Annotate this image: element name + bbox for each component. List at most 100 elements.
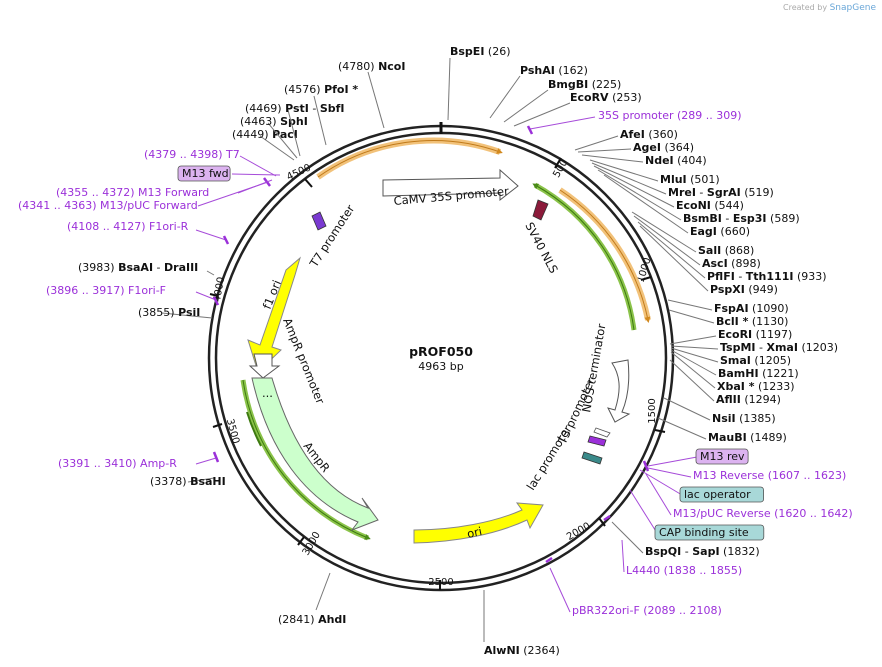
site-leader: [633, 215, 701, 266]
primer-label[interactable]: CAP binding site: [654, 524, 765, 541]
t7-promoter-box: [311, 211, 327, 231]
primer-label[interactable]: (3896 .. 3917) F1ori-F: [46, 284, 166, 297]
primer-label[interactable]: (4341 .. 4363) M13/pUC Forward: [18, 199, 198, 212]
primer-label[interactable]: lac operator: [679, 486, 764, 503]
site-label[interactable]: TspMI - XmaI (1203): [720, 341, 838, 354]
ring-tick: [640, 276, 652, 281]
site-text: BmgBI (225): [548, 78, 621, 91]
primer-label[interactable]: L4440 (1838 .. 1855): [626, 564, 742, 577]
site-leader: [574, 135, 619, 151]
site-label[interactable]: (2841) AhdI: [278, 613, 346, 626]
site-label[interactable]: SmaI (1205): [720, 354, 791, 367]
primer-label[interactable]: M13 fwd: [177, 165, 231, 182]
plasmid-length: 4963 bp: [418, 360, 463, 373]
primer-label[interactable]: M13 rev: [695, 448, 749, 465]
site-leader: [669, 335, 717, 345]
primer-label[interactable]: 35S promoter (289 .. 309): [598, 109, 742, 122]
site-label[interactable]: BmgBI (225): [548, 78, 621, 91]
site-label[interactable]: (4780) NcoI: [338, 60, 405, 73]
lac-promoter-box: [581, 451, 603, 465]
site-leader: [668, 309, 715, 324]
primer-box: [177, 165, 231, 182]
primer-leader: [621, 539, 625, 573]
primer-text: L4440 (1838 .. 1855): [626, 564, 742, 577]
primer-label[interactable]: M13 Reverse (1607 .. 1623): [693, 469, 846, 482]
site-leader: [589, 159, 659, 182]
primer-leader: [639, 469, 683, 496]
site-label[interactable]: (4576) PfoI *: [284, 83, 358, 96]
primer-text: M13/pUC Reverse (1620 .. 1642): [673, 507, 853, 520]
site-leader: [591, 162, 667, 195]
site-label[interactable]: MluI (501): [660, 173, 720, 186]
ring-tick-label: 2500: [428, 577, 453, 588]
site-label[interactable]: (4449) PacI: [232, 128, 298, 141]
ring-tick-label: 4000: [212, 276, 227, 303]
primer-label[interactable]: (4108 .. 4127) F1ori-R: [67, 220, 189, 233]
site-text: NsiI (1385): [712, 412, 776, 425]
primer-box: [695, 448, 749, 465]
site-text: (3378) BsaHI: [150, 475, 226, 488]
site-label[interactable]: SalI (868): [698, 244, 754, 257]
site-leader: [639, 225, 709, 292]
site-label[interactable]: PflFI - Tth111I (933): [707, 270, 827, 283]
site-label[interactable]: EcoRV (253): [570, 91, 642, 104]
site-label[interactable]: BclI * (1130): [716, 315, 788, 328]
site-label[interactable]: EagI (660): [690, 225, 750, 238]
camv-arc-top-line: [317, 140, 503, 178]
site-leader: [577, 148, 632, 153]
site-leader: [611, 521, 644, 554]
site-label[interactable]: BsmBI - Esp3I (589): [683, 212, 800, 225]
site-label[interactable]: AgeI (364): [633, 141, 694, 154]
site-label[interactable]: BamHI (1221): [718, 367, 799, 380]
site-label[interactable]: BspEI (26): [450, 45, 511, 58]
site-label[interactable]: (4463) SphI: [240, 115, 308, 128]
green-arc-left-line: [242, 379, 371, 540]
site-label[interactable]: PspXI (949): [710, 283, 778, 296]
site-label[interactable]: PshAI (162): [520, 64, 588, 77]
site-leader: [287, 109, 301, 157]
site-label[interactable]: AlwNI (2364): [484, 644, 560, 657]
primer-text: (4379 .. 4398) T7: [144, 148, 240, 161]
site-label[interactable]: EcoRI (1197): [718, 328, 792, 341]
site-label[interactable]: XbaI * (1233): [717, 380, 795, 393]
site-label[interactable]: BspQI - SapI (1832): [645, 545, 760, 558]
primer-text: (3896 .. 3917) F1ori-F: [46, 284, 166, 297]
site-label[interactable]: EcoNI (544): [676, 199, 744, 212]
site-text: EcoNI (544): [676, 199, 744, 212]
primer-label[interactable]: (3391 .. 3410) Amp-R: [58, 457, 177, 470]
site-label[interactable]: AflII (1294): [716, 393, 781, 406]
site-text: TspMI - XmaI (1203): [720, 341, 838, 354]
site-label[interactable]: MauBI (1489): [708, 431, 787, 444]
site-label[interactable]: NdeI (404): [645, 154, 707, 167]
site-leader: [315, 572, 331, 611]
primer-marker: [526, 125, 534, 135]
site-label[interactable]: MreI - SgrAI (519): [668, 186, 774, 199]
site-text: AfeI (360): [620, 128, 678, 141]
site-leader: [663, 397, 711, 421]
site-label[interactable]: (3983) BsaAI - DraIII: [78, 261, 198, 274]
primer-label[interactable]: (4355 .. 4372) M13 Forward: [56, 186, 209, 199]
site-label[interactable]: (3855) PsiI: [138, 306, 200, 319]
primer-label[interactable]: pBR322ori-F (2089 .. 2108): [572, 604, 722, 617]
site-label[interactable]: (3378) BsaHI: [150, 475, 226, 488]
site-text: MluI (501): [660, 173, 720, 186]
site-text: XbaI * (1233): [717, 380, 795, 393]
site-text: SmaI (1205): [720, 354, 791, 367]
site-text: EcoRI (1197): [718, 328, 792, 341]
site-label[interactable]: AscI (898): [702, 257, 761, 270]
primer-label[interactable]: (4379 .. 4398) T7: [144, 148, 240, 161]
primer-text: (4341 .. 4363) M13/pUC Forward: [18, 199, 198, 212]
primer-text: CAP binding site: [659, 526, 749, 539]
site-label[interactable]: NsiI (1385): [712, 412, 776, 425]
primer-label[interactable]: M13/pUC Reverse (1620 .. 1642): [673, 507, 853, 520]
site-leader: [259, 135, 295, 161]
site-label[interactable]: FspAI (1090): [714, 302, 789, 315]
site-leader: [670, 345, 719, 350]
t3-promoter-box: [587, 435, 607, 447]
site-label[interactable]: AfeI (360): [620, 128, 678, 141]
ring-tick-label: 1500: [647, 398, 658, 423]
ring-tick: [304, 178, 313, 188]
site-label[interactable]: (4469) PstI - SbfI: [245, 102, 345, 115]
